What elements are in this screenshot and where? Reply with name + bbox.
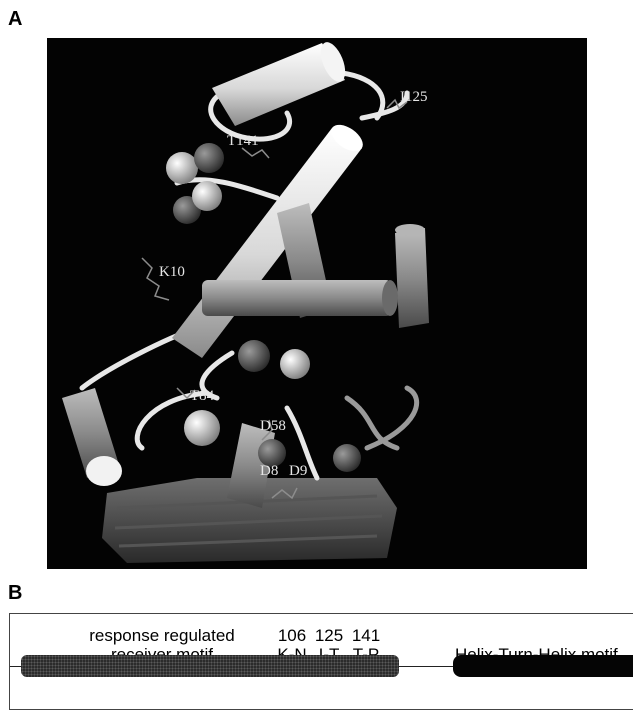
receiver-motif-label-line1: response regulated [67, 626, 257, 645]
residue-label-t141: T141 [227, 133, 259, 149]
protein-structure-image: I125 T141 K10 T84 D58 D8 D9 [47, 38, 587, 569]
hth-domain-bar [453, 655, 633, 677]
receiver-domain-bar [21, 655, 399, 677]
domain-diagram: response regulated receiver motif 106 K-… [9, 613, 633, 710]
mutation-position: 141 [346, 626, 386, 645]
panel-a-letter: A [8, 8, 22, 31]
mutation-position: 106 [272, 626, 312, 645]
helix-horizontal [202, 280, 398, 316]
residue-label-d58: D58 [260, 418, 286, 434]
mutation-position: 125 [309, 626, 349, 645]
panel-b-letter: B [8, 582, 22, 605]
residue-label-t84: T84 [190, 388, 215, 404]
residue-label-i125: I125 [400, 89, 428, 105]
residue-label-k106: K10 [159, 264, 185, 280]
residue-label-d9: D9 [289, 463, 307, 479]
helix-left-small [62, 388, 122, 486]
helix-top [212, 39, 350, 126]
helix-right [395, 224, 429, 328]
residue-label-d8: D8 [260, 463, 278, 479]
